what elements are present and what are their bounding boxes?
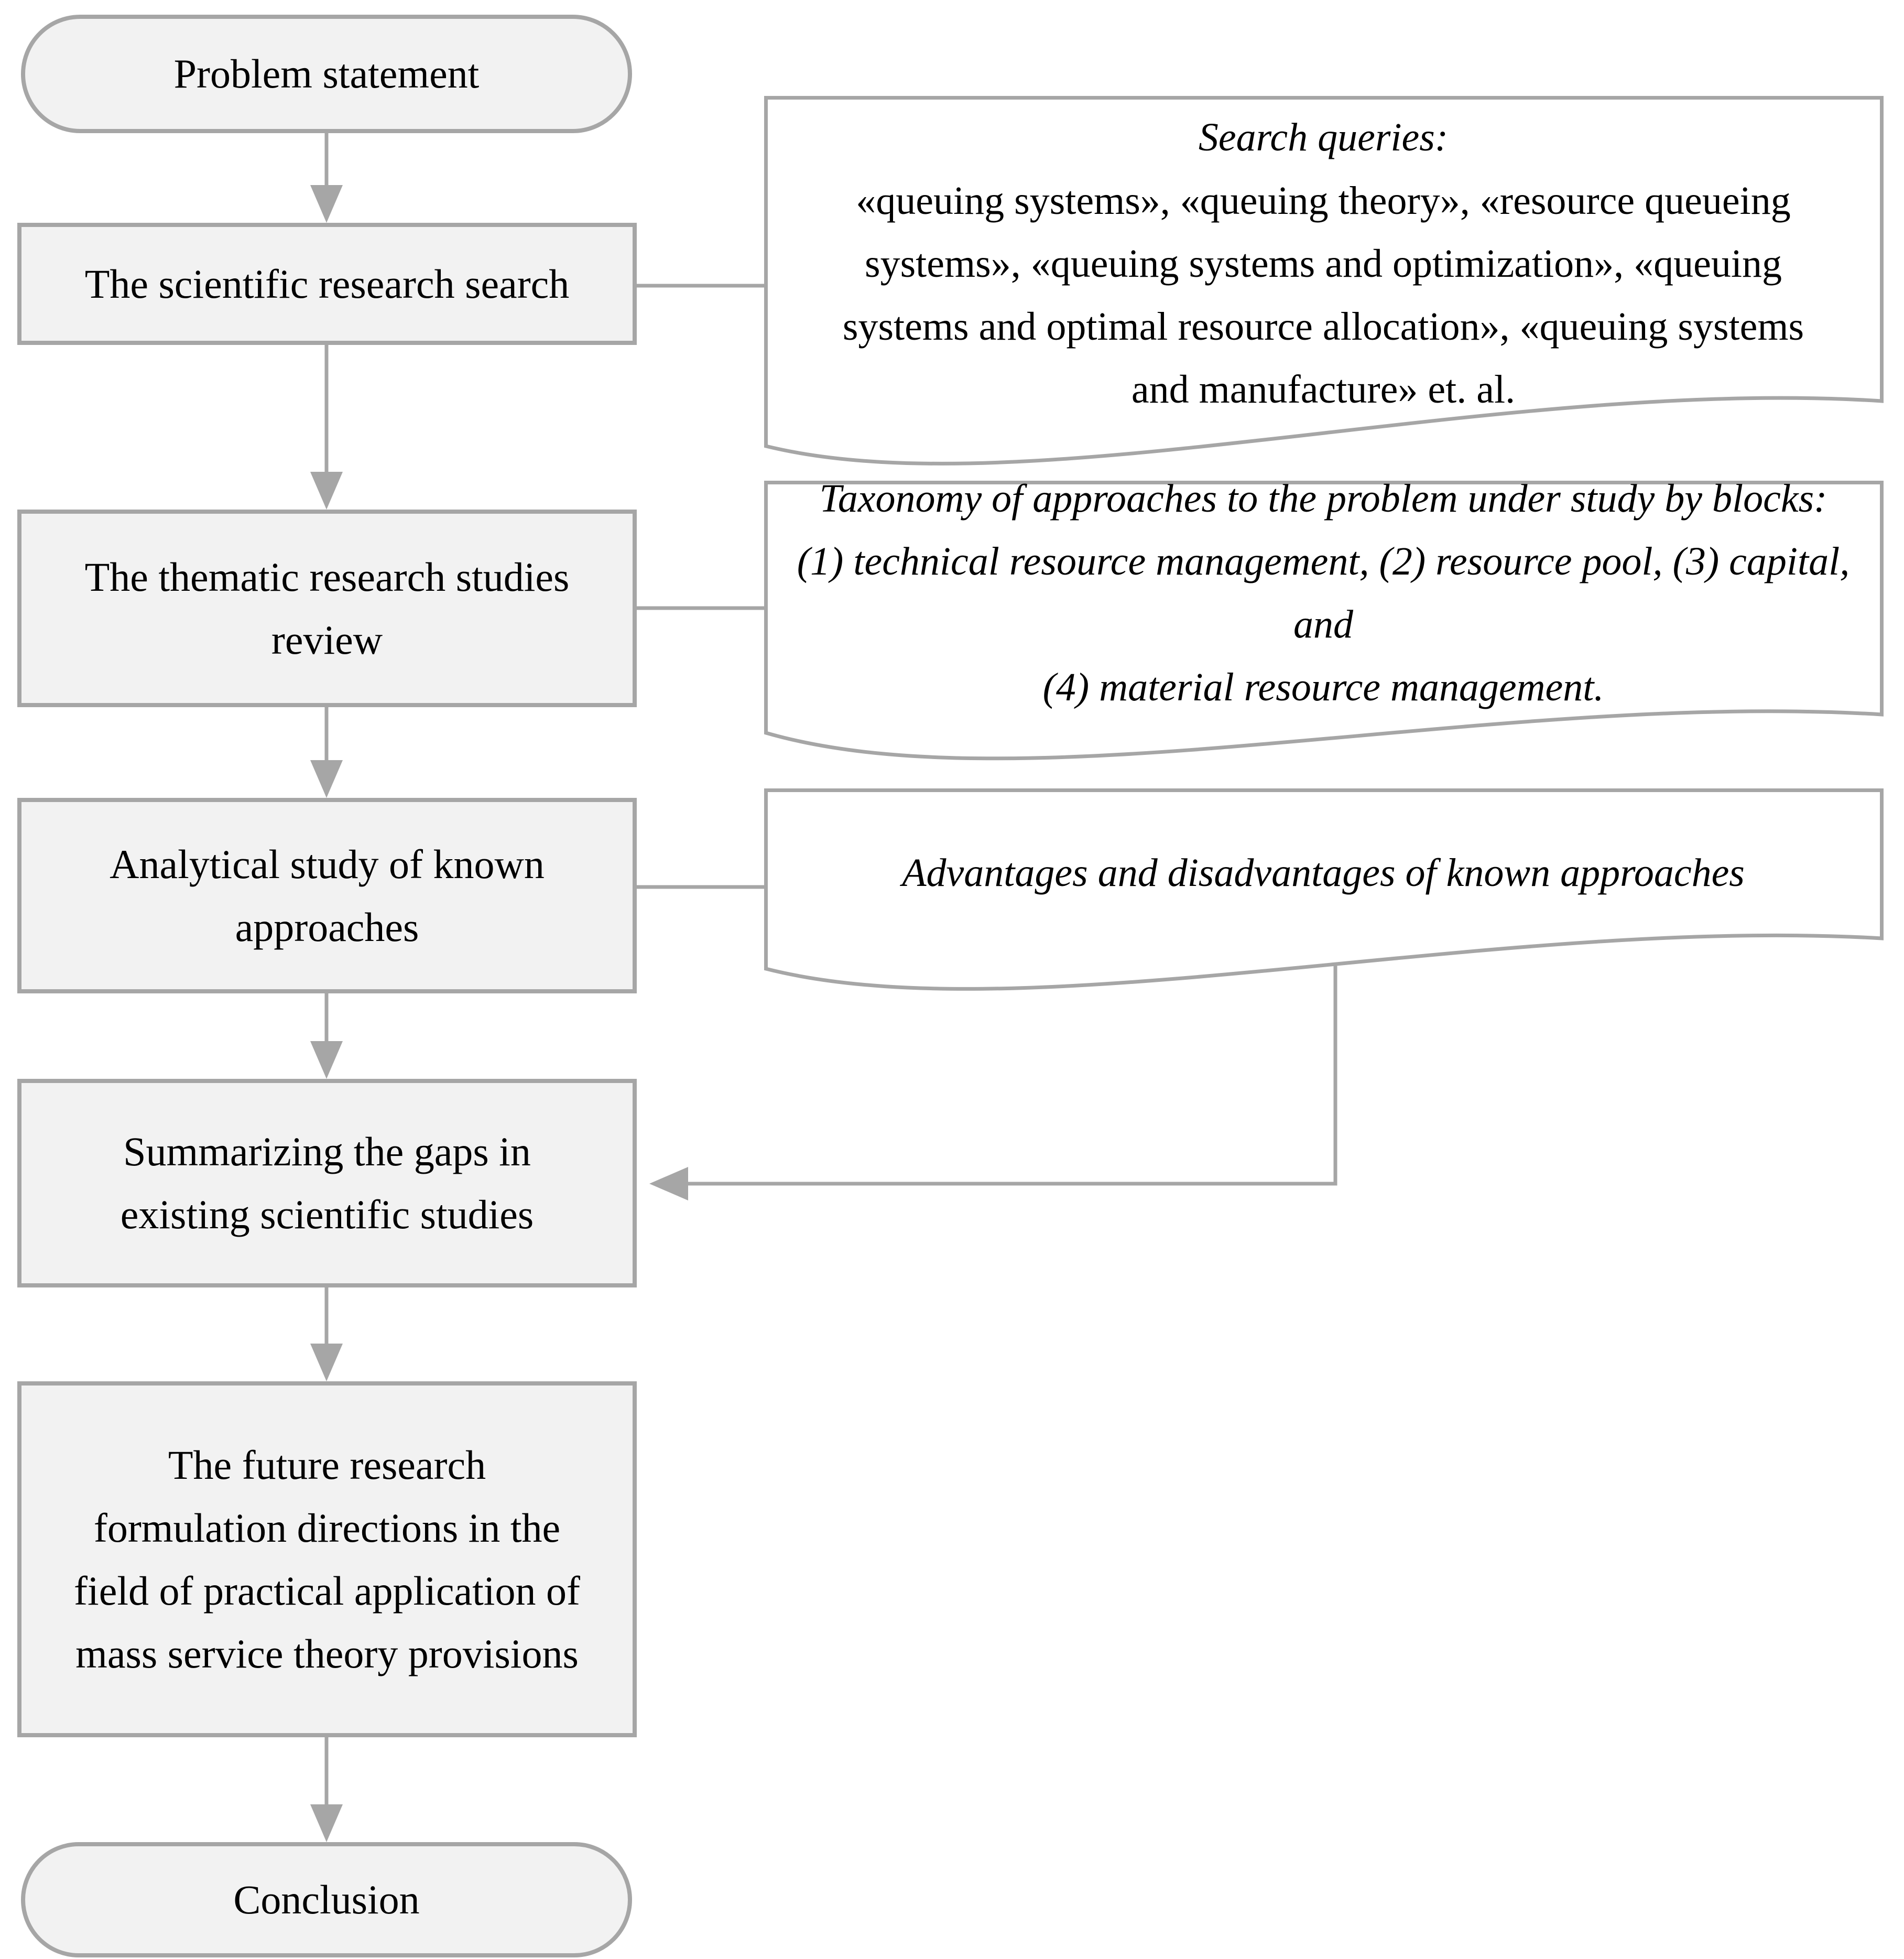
arrowhead-problem-to-search	[310, 185, 343, 223]
document-taxonomy-body: Taxonomy of approaches to the problem un…	[797, 477, 1850, 709]
process-scientific-research-search: The scientific research search	[17, 223, 637, 345]
process-analytical-study-label: Analytical study of known approaches	[110, 841, 545, 950]
terminator-problem-statement-label: Problem statement	[173, 51, 480, 96]
arrowhead-future-to-conclusion	[310, 1804, 343, 1842]
arrowhead-review-to-analytical	[310, 760, 343, 798]
arrowhead-analytical-to-gaps	[310, 1041, 343, 1079]
process-scientific-research-search-label: The scientific research search	[84, 261, 570, 307]
terminator-conclusion: Conclusion	[21, 1842, 632, 1957]
process-future-research-directions-label: The future research formulation directio…	[74, 1442, 580, 1676]
process-summarizing-gaps-label: Summarizing the gaps in existing scienti…	[120, 1129, 534, 1237]
document-search-queries-body: «queuing systems», «queuing theory», «re…	[842, 179, 1804, 412]
terminator-conclusion-label: Conclusion	[233, 1877, 420, 1922]
arrowhead-doc3-to-gaps	[649, 1167, 688, 1200]
document-search-queries-outline	[764, 96, 1884, 466]
connector-doc3-to-gaps-shaft	[688, 938, 1337, 1186]
terminator-problem-statement: Problem statement	[21, 15, 632, 133]
document-taxonomy-shape	[764, 481, 1884, 761]
process-thematic-research-review-label: The thematic research studies review	[84, 554, 570, 663]
process-thematic-research-review: The thematic research studies review	[17, 510, 637, 707]
document-advantages-body: Advantages and disadvantages of known ap…	[902, 851, 1745, 895]
document-advantages-shape	[764, 788, 1884, 991]
document-advantages-outline	[764, 788, 1884, 991]
document-advantages: Advantages and disadvantages of known ap…	[766, 799, 1881, 946]
arrowhead-gaps-to-future	[310, 1344, 343, 1381]
document-taxonomy: Taxonomy of approaches to the problem un…	[766, 477, 1881, 709]
document-taxonomy-outline	[764, 481, 1884, 761]
process-analytical-study: Analytical study of known approaches	[17, 798, 637, 993]
document-search-queries-title: Search queries:	[1198, 115, 1449, 159]
document-search-queries: Search queries: «queuing systems», «queu…	[766, 105, 1881, 421]
document-search-queries-shape	[764, 96, 1884, 466]
process-summarizing-gaps: Summarizing the gaps in existing scienti…	[17, 1079, 637, 1287]
process-future-research-directions: The future research formulation directio…	[17, 1381, 637, 1737]
arrowhead-search-to-review	[310, 472, 343, 510]
